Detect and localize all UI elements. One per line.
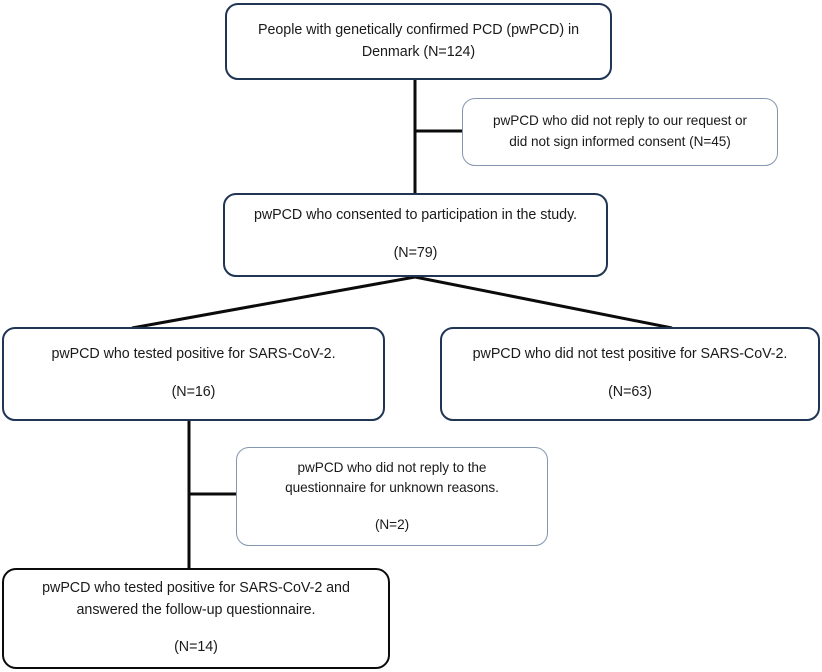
node-source-population: People with genetically confirmed PCD (p… <box>225 3 612 80</box>
node-consented-line-1: pwPCD who consented to participation in … <box>253 207 578 224</box>
node-positive-line-1: pwPCD who tested positive for SARS-CoV-2… <box>51 346 336 363</box>
node-excluded-2-count: (N=2) <box>374 516 410 532</box>
connector-consented-to-positive <box>131 275 416 330</box>
node-consented: pwPCD who consented to participation in … <box>223 193 608 277</box>
node-excluded-no-questionnaire: pwPCD who did not reply to the questionn… <box>236 447 548 546</box>
node-not-tested-positive: pwPCD who did not test positive for SARS… <box>440 327 820 421</box>
node-excluded-2-line-1: pwPCD who did not reply to the <box>297 459 487 475</box>
node-final-line-2: answered the follow-up questionnaire. <box>76 601 316 618</box>
node-source-line-2: Denmark (N=124) <box>361 43 476 60</box>
node-positive-count: (N=16) <box>171 384 216 400</box>
node-final-count: (N=14) <box>174 639 218 656</box>
connector-consented-to-negative <box>414 275 673 330</box>
node-excluded-2-line-2: questionnaire for unknown reasons. <box>285 480 499 496</box>
node-source-line-1: People with genetically confirmed PCD (p… <box>258 21 579 38</box>
node-consented-count: (N=79) <box>393 245 438 261</box>
node-excluded-1-line-2: did not sign informed consent (N=45) <box>509 134 731 149</box>
node-negative-line-1: pwPCD who did not test positive for SARS… <box>472 346 788 363</box>
node-negative-count: (N=63) <box>608 384 652 400</box>
node-final-cohort: pwPCD who tested positive for SARS-CoV-2… <box>2 568 390 669</box>
node-tested-positive: pwPCD who tested positive for SARS-CoV-2… <box>2 327 385 421</box>
node-final-line-1: pwPCD who tested positive for SARS-CoV-2… <box>42 579 350 596</box>
node-excluded-1-line-1: pwPCD who did not reply to our request o… <box>492 113 748 129</box>
node-excluded-no-consent: pwPCD who did not reply to our request o… <box>462 98 778 166</box>
